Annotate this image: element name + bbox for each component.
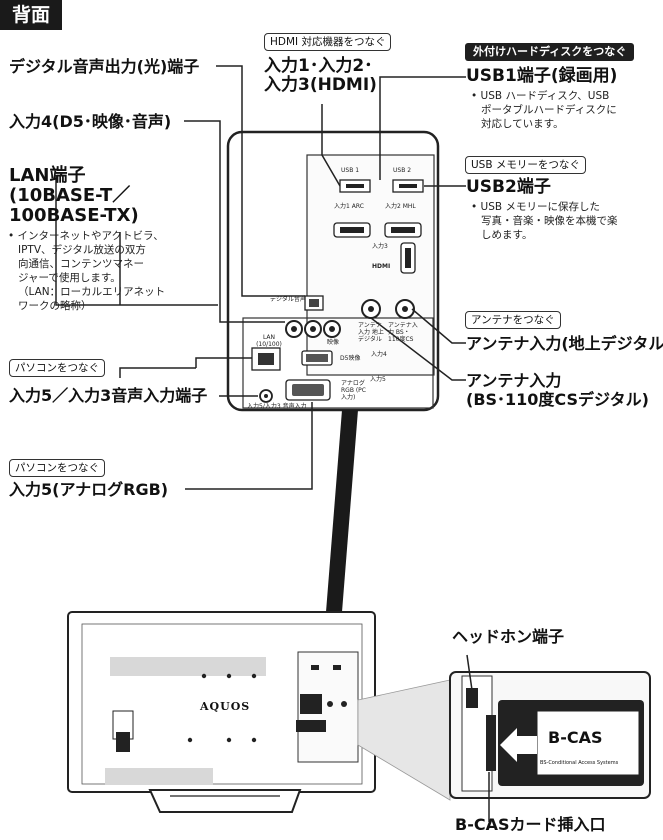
bcas-subtext: BS-Conditional Access Systems <box>540 760 619 766</box>
label-usb1: USB1端子(録画用) <box>466 66 618 86</box>
tag-hdmi: HDMI 対応機器をつなぐ <box>264 33 392 51</box>
label-hdmi-inputs-2: 入力3(HDMI) <box>264 75 377 95</box>
panel-rgb-label: アナログ RGB (PC入力) <box>341 380 366 401</box>
label-antenna-bs-2: (BS･110度CSデジタル) <box>466 390 649 409</box>
note-usb2: • USB メモリーに保存した 写真・音楽・映像を本機で楽 しめます。 <box>471 200 657 242</box>
panel-lan-label: LAN (10/100) <box>256 334 282 348</box>
note-lan-line: （LAN：ローカルエリアネット <box>18 286 166 298</box>
label-hdmi-inputs-1: 入力1･入力2･ <box>264 56 373 76</box>
note-usb2-line: 写真・音楽・映像を本機で楽 <box>481 215 618 227</box>
panel-d5-label: D5映像 <box>340 355 361 362</box>
tv-stand <box>148 789 302 813</box>
label-usb2: USB2端子 <box>466 177 551 197</box>
note-usb2-line: しめます。 <box>481 229 533 241</box>
note-lan-line: IPTV、デジタル放送の双方 <box>18 244 146 256</box>
section-title: 背面 <box>0 0 62 30</box>
panel-ant-terr-label: アンテナ入力 地上デジタル <box>358 322 384 343</box>
note-usb1-line: ポータブルハードディスクに <box>481 104 617 116</box>
panel-in2-label: 入力2 MHL <box>385 203 416 210</box>
label-antenna-terrestrial: アンテナ入力(地上デジタル) <box>466 334 663 353</box>
note-lan-line: ワークの略称） <box>18 300 92 312</box>
tag-antenna: アンテナをつなぐ <box>465 311 561 329</box>
tv-illustration <box>67 611 651 822</box>
tag-usb-memory: USB メモリーをつなぐ <box>465 156 586 174</box>
panel-in3-label: 入力3 <box>372 243 388 250</box>
label-input5-rgb: 入力5(アナログRGB) <box>9 480 169 499</box>
panel-usb2-label: USB 2 <box>393 167 412 174</box>
note-lan-line: ジャーで使用します。 <box>18 272 121 284</box>
panel-video-label: 映像 <box>327 339 340 346</box>
panel-hdmi-label: HDMI <box>372 263 391 270</box>
panel-in1-label: 入力1 ARC <box>334 203 364 210</box>
label-bcas-slot: B-CASカード挿入口 <box>455 815 606 834</box>
label-antenna-bs-1: アンテナ入力 <box>466 371 562 390</box>
label-lan-3: 100BASE-TX) <box>9 205 139 226</box>
label-lan-1: LAN端子 <box>9 165 86 186</box>
label-lan-2: (10BASE-T／ <box>9 185 131 206</box>
note-lan-line: • インターネットやアクトビラ、 <box>8 230 164 242</box>
note-usb1-line: • USB ハードディスク、USB <box>471 90 610 102</box>
panel-digital-audio-label: デジタル音声 <box>270 296 306 303</box>
tag-pc-rgb: パソコンをつなぐ <box>9 459 105 477</box>
tag-external-hdd: 外付けハードディスクをつなぐ <box>465 43 635 61</box>
note-lan: • インターネットやアクトビラ、 IPTV、デジタル放送の双方 向通信、コンテン… <box>8 229 193 313</box>
label-input5-audio: 入力5／入力3音声入力端子 <box>9 386 208 405</box>
label-digital-audio: デジタル音声出力(光)端子 <box>9 57 200 76</box>
panel-input4-label: 入力4 <box>371 351 387 358</box>
panel-ant-bs-label: アンテナ入力 BS・110度CS <box>388 322 418 343</box>
note-usb1: • USB ハードディスク、USB ポータブルハードディスクに 対応しています。 <box>471 89 657 131</box>
note-lan-line: 向通信、コンテンツマネー <box>18 258 144 270</box>
label-headphone: ヘッドホン端子 <box>452 627 565 646</box>
tag-pc-audio: パソコンをつなぐ <box>9 359 105 377</box>
stand-neck <box>326 410 358 612</box>
lower-terminal-block <box>242 317 434 409</box>
tv-brand-logo: AQUOS <box>200 700 251 713</box>
note-usb1-line: 対応しています。 <box>481 118 564 130</box>
panel-input5-label: 入力5 <box>370 376 386 383</box>
bcas-logo: B-CAS <box>548 728 603 747</box>
panel-usb1-label: USB 1 <box>341 167 360 174</box>
panel-audio-in-label: 入力5/入力3 音声入力 <box>247 403 307 410</box>
label-input4: 入力4(D5･映像･音声) <box>9 112 172 131</box>
note-usb2-line: • USB メモリーに保存した <box>471 201 600 213</box>
